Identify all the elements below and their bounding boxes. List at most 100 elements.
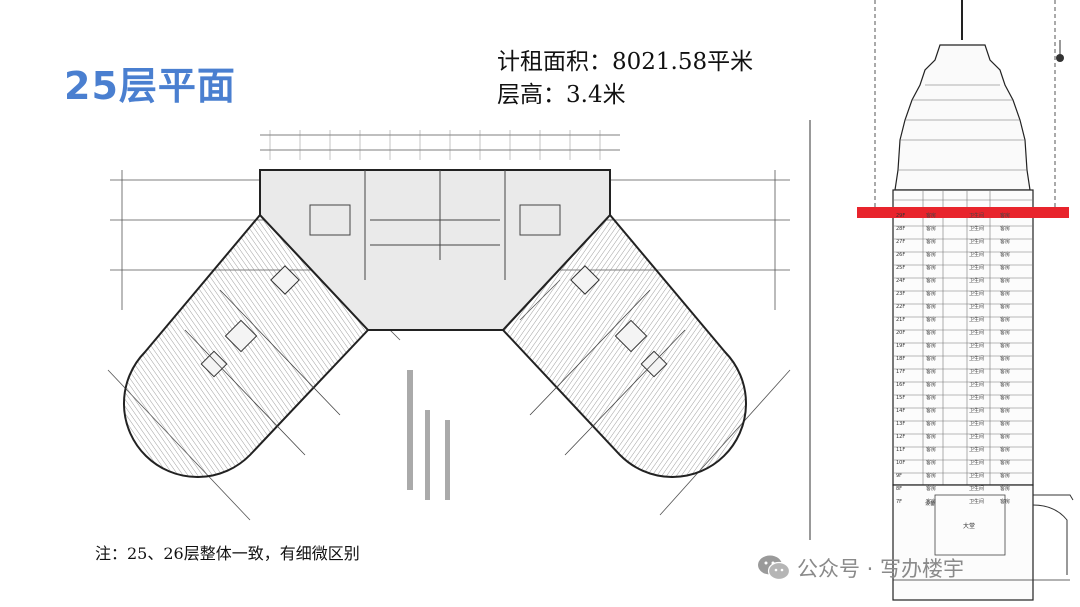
room-label: 客房: [1000, 251, 1010, 258]
room-label: 客房: [1000, 420, 1010, 427]
room-label: 卫生间: [969, 264, 984, 271]
room-label: 客房: [926, 368, 936, 375]
room-label: 客房: [926, 342, 936, 349]
room-label: 客房: [926, 433, 936, 440]
room-label: 客房: [1000, 277, 1010, 284]
room-label: 客房: [926, 381, 936, 388]
floor-note: 注：25、26层整体一致，有细微区别: [95, 544, 360, 563]
floor-label: 7F: [896, 499, 902, 505]
room-label: 客房: [1000, 485, 1010, 492]
floor-info: 计租面积：8021.58平米 层高：3.4米: [497, 46, 753, 112]
room-label: 客房: [926, 238, 936, 245]
room-label: 卫生间: [969, 407, 984, 414]
highlight-25f: [857, 207, 1069, 218]
room-label: 卫生间: [969, 277, 984, 284]
room-label: 客房: [926, 303, 936, 310]
room-label: 客房: [1000, 225, 1010, 232]
plan-annotations: [407, 370, 450, 500]
room-label: 客房: [926, 498, 936, 505]
room-label: 客房: [1000, 381, 1010, 388]
floor-label: 14F: [896, 408, 905, 414]
right-wing: [501, 213, 748, 479]
watermark: 公众号 · 写办楼宇: [757, 553, 964, 583]
room-label: 卫生间: [969, 368, 984, 375]
room-label: 卫生间: [969, 303, 984, 310]
floor-label: 18F: [896, 356, 905, 362]
room-label: 客房: [926, 212, 936, 219]
room-label: 客房: [1000, 212, 1010, 219]
equipment-label: 设备: [925, 500, 935, 507]
floor-label: 16F: [896, 382, 905, 388]
floor-label: 11F: [896, 447, 905, 453]
room-label: 客房: [926, 420, 936, 427]
floor-plan-drawing: [107, 130, 791, 521]
room-label: 卫生间: [969, 212, 984, 219]
floor-label: 23F: [896, 291, 905, 297]
room-label: 客房: [1000, 238, 1010, 245]
room-label: 客房: [926, 394, 936, 401]
room-label: 客房: [1000, 303, 1010, 310]
room-label: 客房: [926, 251, 936, 258]
room-label: 卫生间: [969, 316, 984, 323]
room-label: 客房: [1000, 446, 1010, 453]
room-label: 客房: [926, 329, 936, 336]
room-label: 卫生间: [969, 251, 984, 258]
room-label: 卫生间: [969, 420, 984, 427]
room-label: 客房: [1000, 342, 1010, 349]
room-label: 客房: [926, 316, 936, 323]
room-label: 客房: [926, 225, 936, 232]
floor-lines: [893, 190, 1033, 485]
room-label: 卫生间: [969, 355, 984, 362]
floor-label: 13F: [896, 421, 905, 427]
room-label: 卫生间: [969, 498, 984, 505]
room-label: 客房: [926, 264, 936, 271]
room-label: 客房: [1000, 368, 1010, 375]
watermark-text: 公众号 · 写办楼宇: [797, 557, 965, 581]
page-title: 25层平面: [64, 64, 236, 108]
room-label: 客房: [926, 277, 936, 284]
floor-height: 层高：3.4米: [497, 82, 626, 108]
floor-label: 9F: [896, 473, 902, 479]
room-label: 卫生间: [969, 381, 984, 388]
room-label: 客房: [926, 290, 936, 297]
room-label: 卫生间: [969, 225, 984, 232]
room-label: 客房: [1000, 472, 1010, 479]
leasable-area: 计租面积：8021.58平米: [497, 49, 754, 75]
room-label: 客房: [1000, 316, 1010, 323]
room-label: 客房: [1000, 264, 1010, 271]
floor-label: 22F: [896, 304, 905, 310]
room-label: 卫生间: [969, 238, 984, 245]
room-label: 卫生间: [969, 342, 984, 349]
floor-label: 21F: [896, 317, 905, 323]
floor-label: 24F: [896, 278, 905, 284]
room-label: 卫生间: [969, 290, 984, 297]
room-label: 客房: [926, 407, 936, 414]
floor-label: 15F: [896, 395, 905, 401]
room-label: 卫生间: [969, 329, 984, 336]
room-label: 卫生间: [969, 472, 984, 479]
room-label: 客房: [1000, 498, 1010, 505]
room-label: 卫生间: [969, 446, 984, 453]
room-label: 客房: [1000, 355, 1010, 362]
lobby-label: 大堂: [963, 522, 975, 530]
room-label: 客房: [926, 472, 936, 479]
room-label: 卫生间: [969, 433, 984, 440]
room-label: 卫生间: [969, 485, 984, 492]
floor-label: 19F: [896, 343, 905, 349]
floor-label: 12F: [896, 434, 905, 440]
center-block: [259, 169, 611, 331]
room-label: 客房: [926, 355, 936, 362]
room-label: 客房: [926, 459, 936, 466]
room-label: 客房: [1000, 459, 1010, 466]
room-label: 客房: [1000, 394, 1010, 401]
floor-label: 26F: [896, 252, 905, 258]
room-label: 卫生间: [969, 394, 984, 401]
room-label: 客房: [1000, 407, 1010, 414]
floor-label: 25F: [896, 265, 905, 271]
floor-label: 29F: [896, 213, 905, 219]
floor-label: 20F: [896, 330, 905, 336]
room-label: 客房: [926, 485, 936, 492]
room-label: 客房: [1000, 433, 1010, 440]
room-label: 客房: [1000, 290, 1010, 297]
